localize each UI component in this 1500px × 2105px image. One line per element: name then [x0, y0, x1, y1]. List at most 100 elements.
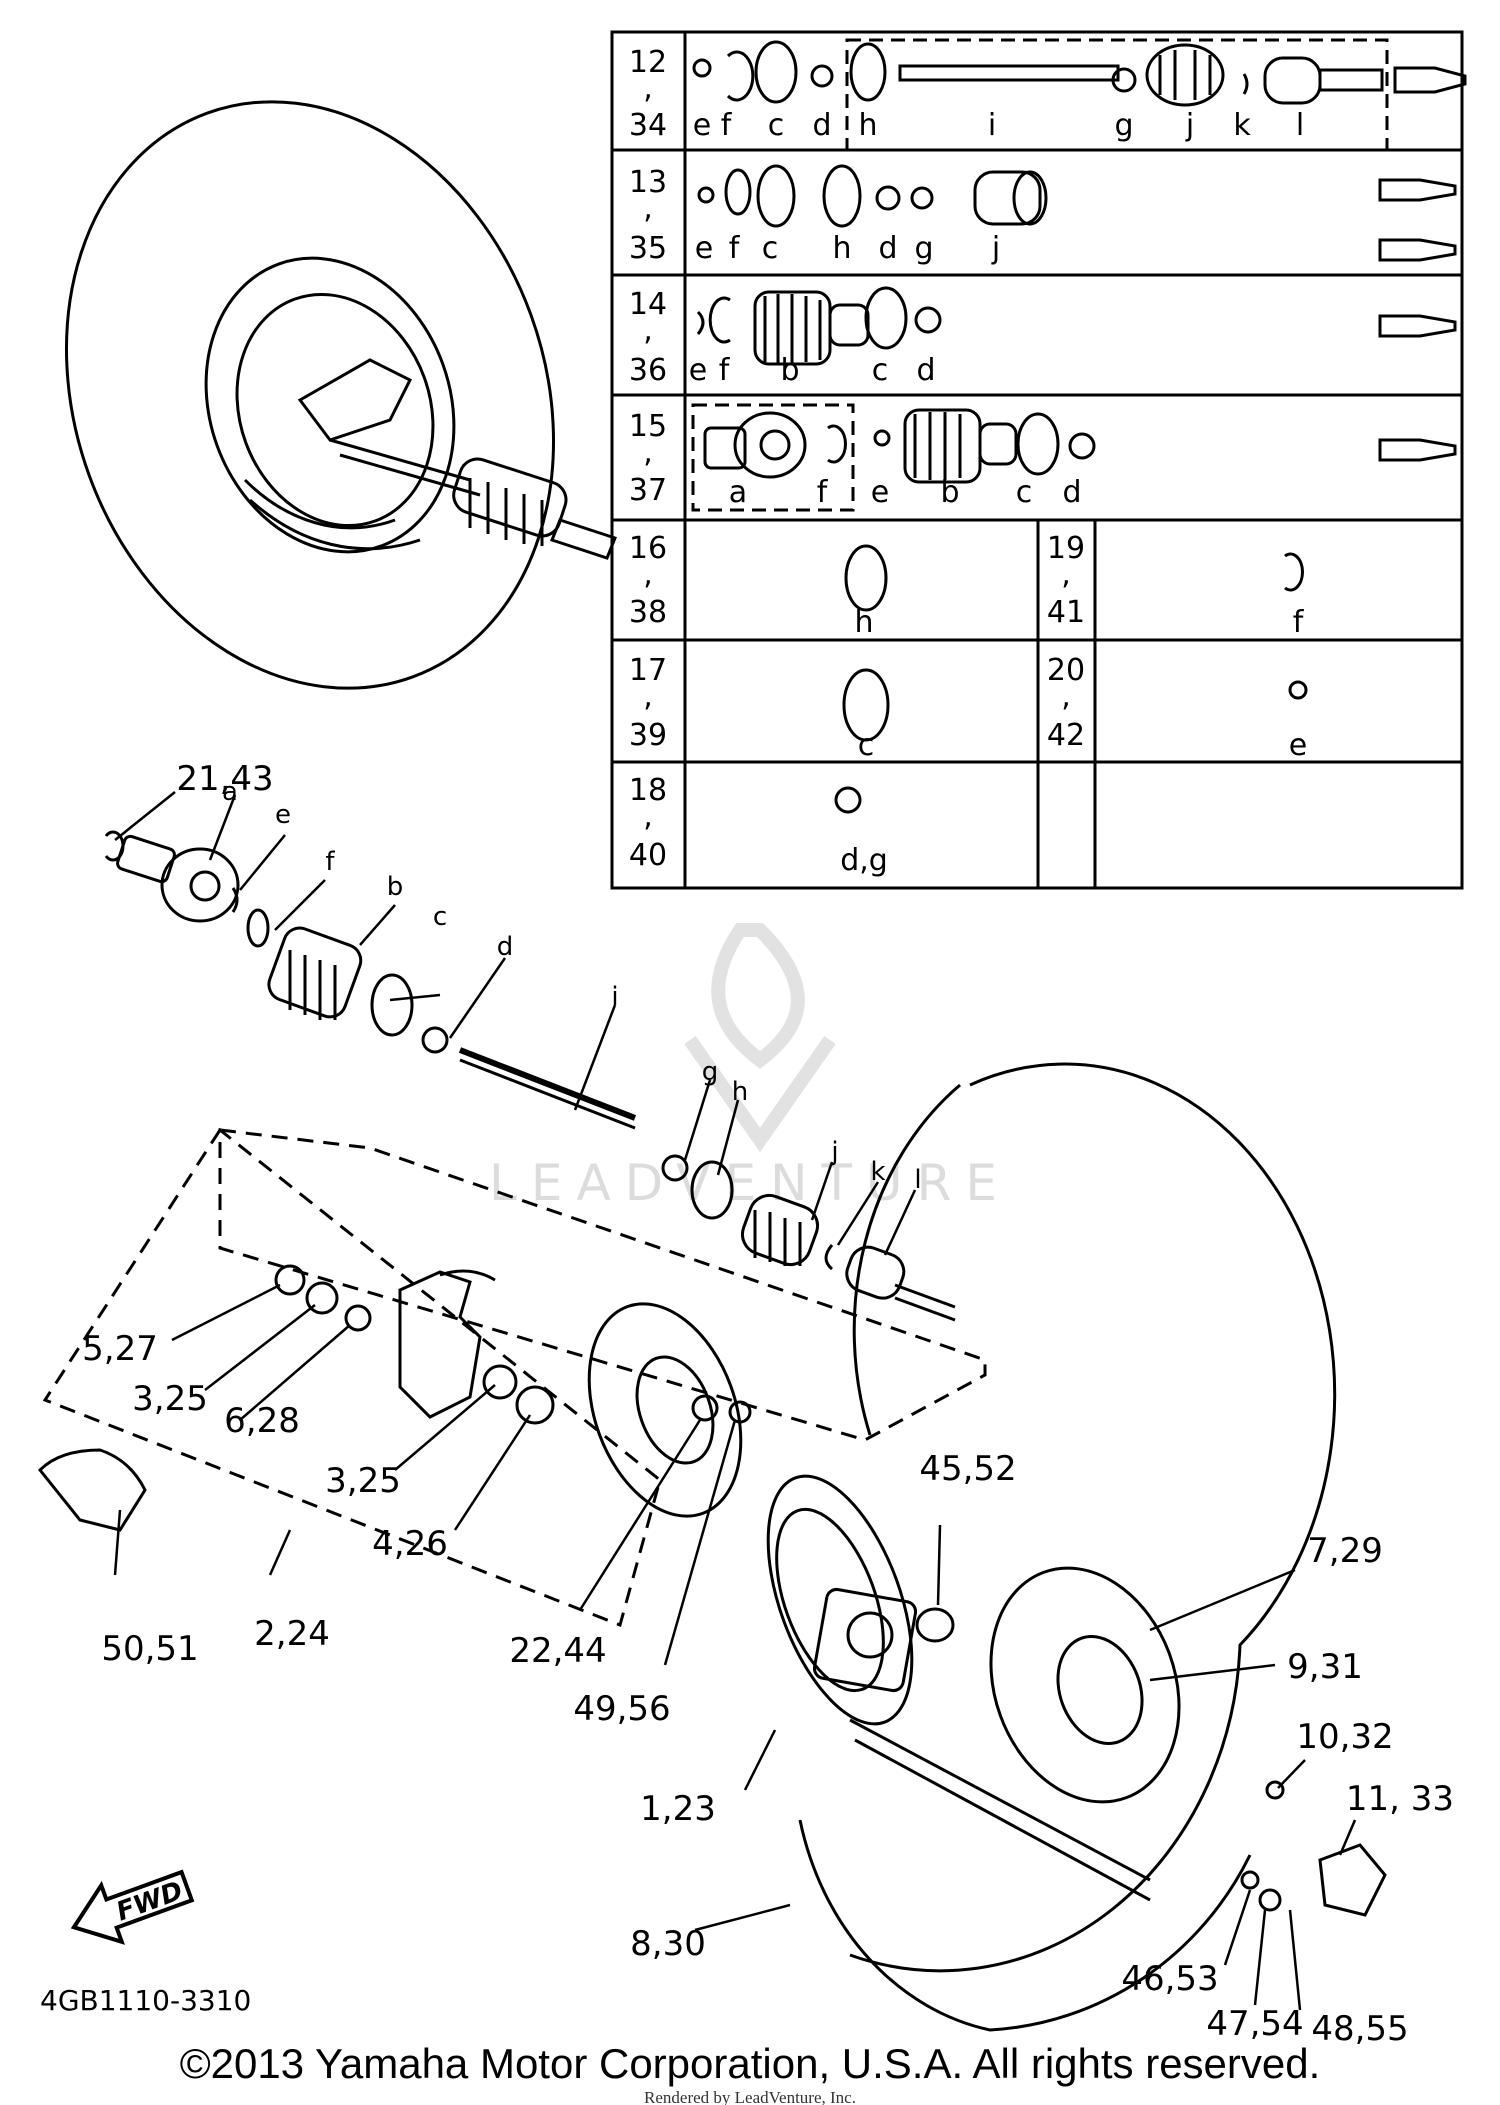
- callout-l: l: [914, 1165, 921, 1195]
- watermark-logo-icon: [684, 923, 836, 1153]
- row-18-ref-top: 18: [629, 773, 667, 808]
- row-18-ref-bottom: 40: [629, 838, 667, 873]
- callout-3-25-upper: 3,25: [132, 1379, 208, 1419]
- row-12-sep: ,: [643, 71, 653, 106]
- row-13-ref-top: 13: [629, 165, 667, 200]
- callout-2-24: 2,24: [254, 1614, 330, 1654]
- row-20-ref-top: 20: [1047, 653, 1085, 688]
- row-12-part-i: i: [988, 108, 996, 143]
- row-19-ref-bottom: 41: [1047, 595, 1085, 630]
- callout-i: i: [611, 982, 618, 1012]
- callout-11-33: 11, 33: [1346, 1779, 1454, 1819]
- row-16-ref-bottom: 38: [629, 595, 667, 630]
- callout-1-23: 1,23: [640, 1789, 716, 1829]
- callout-5-27: 5,27: [82, 1329, 158, 1369]
- callout-46-53: 46,53: [1121, 1959, 1218, 1999]
- watermark: LEADVENTURE: [489, 923, 1011, 1212]
- row-20-part-e: e: [1289, 728, 1307, 763]
- callout-48-55: 48,55: [1311, 2009, 1408, 2049]
- row-18-sep: ,: [643, 799, 653, 834]
- row-15-part-c: c: [1016, 475, 1033, 510]
- row-14-sep: ,: [643, 313, 653, 348]
- callout-49-56: 49,56: [573, 1689, 670, 1729]
- row-12-part-h: h: [858, 108, 877, 143]
- kit-table-refs: 12 , 34 13 , 35 14 , 36 15 , 37 16 , 38 …: [629, 45, 1085, 873]
- row-12-ref-top: 12: [629, 45, 667, 80]
- row-14-part-e: e: [689, 353, 707, 388]
- row-14-part-b: b: [780, 353, 799, 388]
- row-14-ref-top: 14: [629, 287, 667, 322]
- callout-50-51: 50,51: [101, 1629, 198, 1669]
- row-13-part-e: e: [695, 231, 713, 266]
- row-13-part-j: j: [991, 231, 1000, 266]
- row-13-part-f: f: [729, 231, 741, 266]
- row-15-sep: ,: [643, 435, 653, 470]
- callout-h: h: [732, 1077, 748, 1107]
- callouts: 21,43 a e f b c d i g h j k l 5,27 3,25 …: [82, 759, 1454, 2049]
- exploded-shaft-parts: [37, 830, 987, 1628]
- row-13-part-g: g: [914, 231, 933, 266]
- row-12-part-k: k: [1233, 108, 1251, 143]
- row-13-part-c: c: [762, 231, 779, 266]
- row-19-ref-top: 19: [1047, 531, 1085, 566]
- row-12-part-e: e: [693, 108, 711, 143]
- callout-45-52: 45,52: [919, 1449, 1016, 1489]
- row-13-part-d: d: [878, 231, 897, 266]
- row-15-part-f: f: [817, 475, 829, 510]
- row-12-part-j: j: [1185, 108, 1194, 143]
- diagram-code: 4GB1110-3310: [40, 1984, 251, 2017]
- callout-f: f: [325, 847, 335, 877]
- row-17-part-c: c: [858, 728, 875, 763]
- callout-7-29: 7,29: [1307, 1531, 1383, 1571]
- row-12-part-c: c: [768, 108, 785, 143]
- row-14-part-d: d: [916, 353, 935, 388]
- lower-wheel-illustration: [766, 1062, 1387, 2032]
- row-17-ref-top: 17: [629, 653, 667, 688]
- callout-47-54: 47,54: [1206, 2004, 1303, 2044]
- rendered-by-notice: Rendered by LeadVenture, Inc.: [644, 2088, 856, 2105]
- row-15-part-b: b: [940, 475, 959, 510]
- watermark-text: LEADVENTURE: [489, 1154, 1011, 1212]
- callout-b: b: [387, 872, 404, 902]
- callout-a: a: [222, 777, 238, 807]
- row-12-part-f: f: [721, 108, 733, 143]
- row-20-ref-bottom: 42: [1047, 718, 1085, 753]
- callout-c: c: [433, 902, 447, 932]
- row-16-sep: ,: [643, 557, 653, 592]
- leader-lines: [113, 791, 1357, 2011]
- row-13-ref-bottom: 35: [629, 231, 667, 266]
- callout-3-25-lower: 3,25: [325, 1461, 401, 1501]
- callout-9-31: 9,31: [1287, 1647, 1363, 1687]
- kit-table-part-letters: e f c d h i g j k l e f c h d g j e f b …: [689, 108, 1307, 878]
- row-13-part-h: h: [832, 231, 851, 266]
- row-17-ref-bottom: 39: [629, 718, 667, 753]
- row-15-part-a: a: [729, 475, 747, 510]
- callout-k: k: [870, 1157, 885, 1187]
- callout-6-28: 6,28: [224, 1401, 300, 1441]
- row-14-part-c: c: [872, 353, 889, 388]
- row-20-sep: ,: [1061, 679, 1071, 714]
- row-14-part-f: f: [719, 353, 731, 388]
- callout-10-32: 10,32: [1296, 1717, 1393, 1757]
- callout-4-26: 4,26: [372, 1524, 448, 1564]
- row-12-ref-bottom: 34: [629, 108, 667, 143]
- callout-21-43: 21,43: [176, 759, 273, 799]
- row-12-part-l: l: [1296, 108, 1304, 143]
- row-12-part-d: d: [812, 108, 831, 143]
- row-15-ref-bottom: 37: [629, 473, 667, 508]
- row-14-ref-bottom: 36: [629, 353, 667, 388]
- callout-8-30: 8,30: [630, 1924, 706, 1964]
- kit-table-part-sketches: [692, 40, 1467, 814]
- row-17-sep: ,: [643, 679, 653, 714]
- fwd-arrow-icon: FWD: [70, 1869, 195, 1945]
- kit-table: [610, 30, 1464, 890]
- row-13-sep: ,: [643, 191, 653, 226]
- row-15-part-e: e: [871, 475, 889, 510]
- row-16-part-h: h: [854, 605, 873, 640]
- callout-22-44: 22,44: [509, 1631, 606, 1671]
- callout-e: e: [275, 800, 291, 830]
- row-15-part-d: d: [1062, 475, 1081, 510]
- row-15-ref-top: 15: [629, 409, 667, 444]
